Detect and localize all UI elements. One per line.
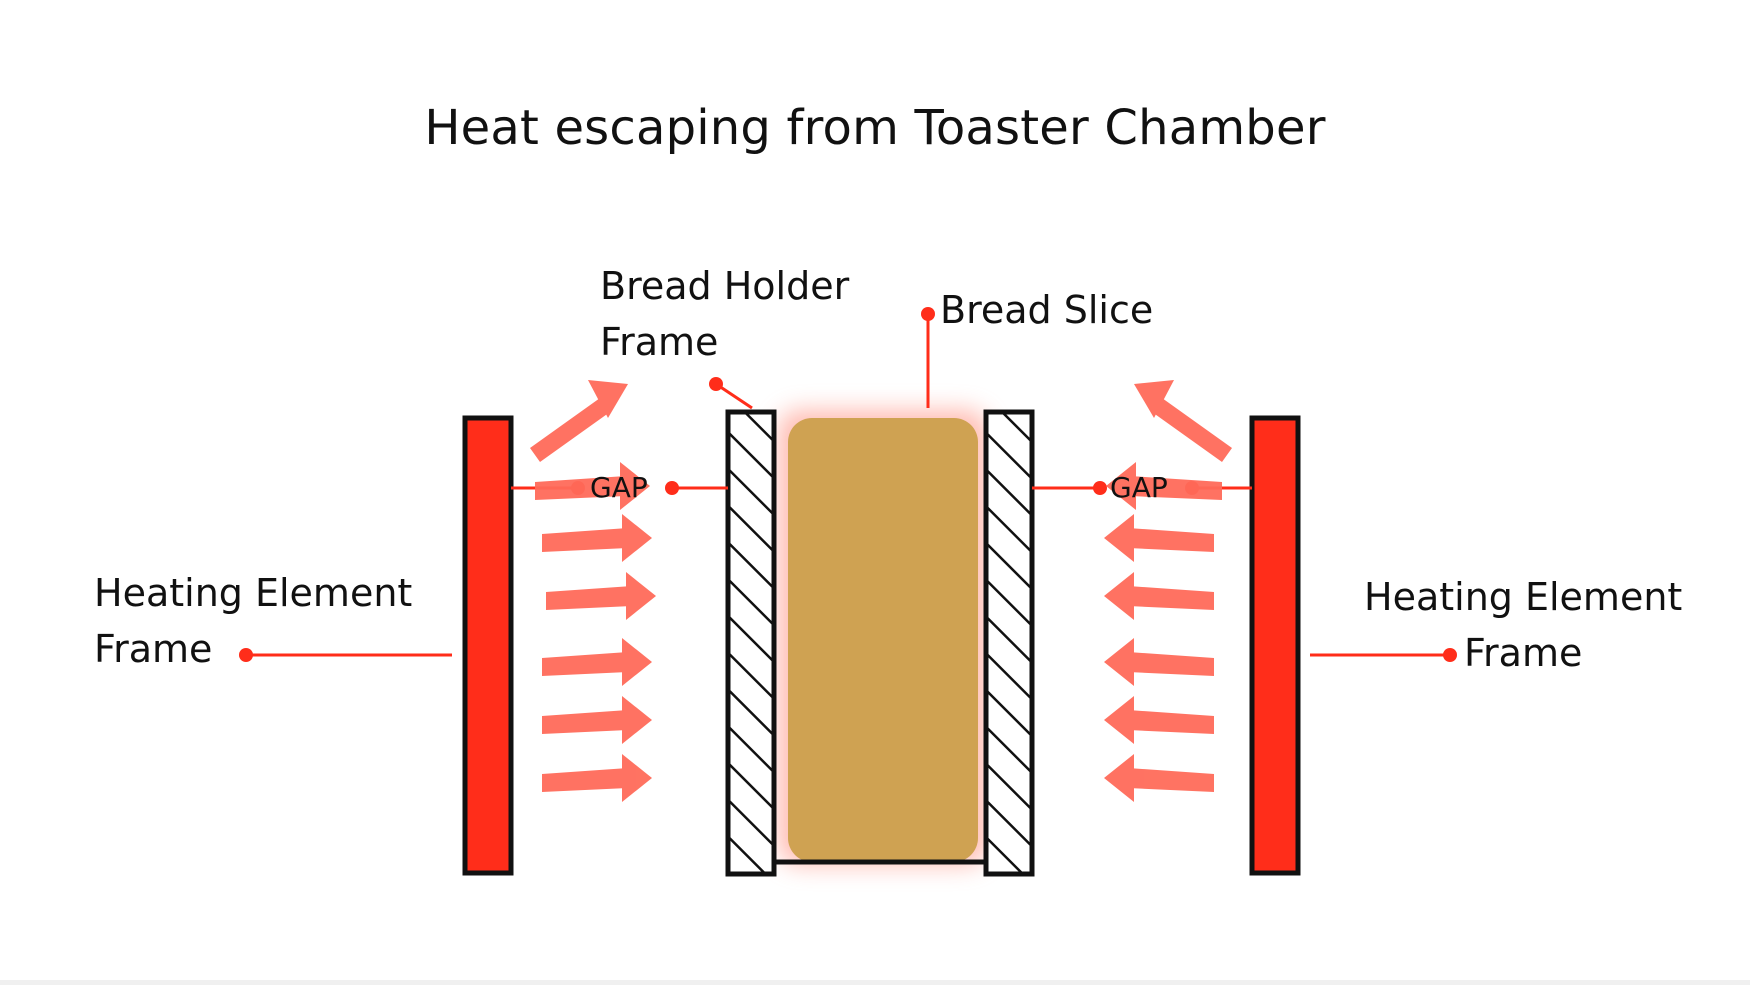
label-heating-right-line-1: Heating Element [1364, 575, 1683, 619]
page-title: Heat escaping from Toaster Chamber [424, 100, 1326, 156]
label-gap-right-text: GAP [1110, 471, 1168, 504]
heat-arrow-left-4 [542, 652, 628, 676]
label-heating-element-left: Heating Element Frame [94, 565, 412, 677]
label-gap-right: GAP [1110, 472, 1168, 504]
heat-arrowhead-left-5 [622, 696, 652, 744]
heat-arrow-right-escape [1152, 398, 1232, 462]
heat-arrow-right-5 [1128, 710, 1214, 734]
heat-arrowhead-left-6 [622, 754, 652, 802]
leader-dot-heating-left [239, 648, 253, 662]
label-gap-left-text: GAP [590, 471, 648, 504]
heat-arrowhead-right-1 [1106, 462, 1136, 510]
heat-arrow-left-2 [542, 528, 628, 552]
heat-arrow-right-4 [1128, 652, 1214, 676]
leader-bread-holder [715, 382, 753, 410]
right-heating-element [1249, 415, 1301, 876]
heat-arrow-left-escape [530, 398, 610, 462]
label-bread-slice-text: Bread Slice [940, 288, 1154, 332]
heat-arrowhead-left-3 [626, 572, 656, 620]
leader-dot-gap-right-a [1093, 481, 1107, 495]
heat-arrowhead-right-4 [1104, 638, 1134, 686]
label-bread-slice: Bread Slice [940, 282, 1153, 338]
heat-arrowhead-left-4 [622, 638, 652, 686]
heat-arrow-right-3 [1128, 586, 1214, 610]
heat-arrows-right [1104, 380, 1232, 802]
heat-arrowhead-left-escape [588, 380, 628, 418]
label-heating-element-right: Heating Element Frame [1364, 569, 1682, 681]
heat-arrowhead-left-1 [620, 462, 650, 510]
label-heating-left-line-1: Heating Element [94, 571, 413, 615]
heat-arrow-right-6 [1128, 768, 1214, 792]
right-bread-holder-frame [983, 409, 1035, 877]
leader-dot-bread-slice [921, 307, 935, 321]
left-heating-element [462, 415, 514, 876]
heat-arrow-right-2 [1128, 528, 1214, 552]
leader-dot-gap-left-b [665, 481, 679, 495]
heat-arrowhead-right-escape [1134, 380, 1174, 418]
heat-arrow-right-1 [1130, 476, 1222, 500]
label-heating-left-line-2: Frame [94, 627, 213, 671]
label-gap-left: GAP [590, 472, 648, 504]
label-bread-holder-frame-line-2: Frame [600, 320, 719, 364]
bread-slice [788, 418, 978, 862]
heat-arrowhead-right-2 [1104, 514, 1134, 562]
leader-dot-bread-holder [709, 377, 723, 391]
heat-arrow-left-1 [535, 476, 626, 500]
bottom-border [0, 980, 1750, 985]
heat-arrowhead-left-2 [622, 514, 652, 562]
heat-arrow-left-6 [542, 768, 628, 792]
heat-arrows-left [530, 380, 656, 802]
label-bread-holder-frame: Bread Holder Frame [600, 258, 849, 370]
heat-arrowhead-right-5 [1104, 696, 1134, 744]
heat-arrowhead-right-6 [1104, 754, 1134, 802]
heat-arrowhead-right-3 [1104, 572, 1134, 620]
label-bread-holder-frame-line-1: Bread Holder [600, 264, 850, 308]
heat-arrow-left-5 [542, 710, 628, 734]
left-bread-holder-frame [725, 409, 777, 877]
label-heating-right-line-2: Frame [1463, 631, 1583, 675]
heat-arrow-left-3 [546, 586, 632, 610]
leader-dot-heating-right [1443, 648, 1457, 662]
